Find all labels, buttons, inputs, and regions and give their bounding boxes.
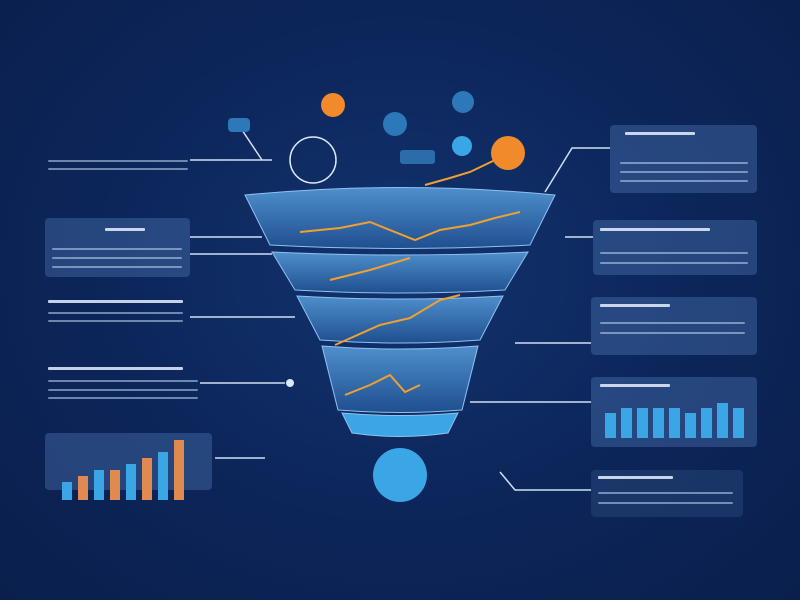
text-line — [48, 389, 198, 391]
icon-circles — [228, 91, 525, 502]
bar — [621, 408, 632, 438]
cyan-circle-icon — [452, 136, 472, 156]
bar — [62, 482, 72, 500]
bar — [669, 408, 680, 438]
text-line — [52, 266, 182, 268]
bar — [78, 476, 88, 500]
bar — [605, 413, 616, 438]
bar — [94, 470, 104, 500]
panel-heading — [105, 228, 145, 231]
text-line — [600, 332, 745, 334]
node-dot — [286, 379, 294, 387]
bar — [685, 413, 696, 438]
panel-heading — [600, 304, 670, 307]
bar — [717, 403, 728, 438]
funnel-layer-4 — [321, 345, 479, 413]
bar — [733, 408, 744, 438]
blue-circle-icon — [452, 91, 474, 113]
chart-icon — [400, 150, 435, 164]
blue-circle-icon — [383, 112, 407, 136]
text-line — [620, 162, 748, 164]
trend-line — [334, 294, 461, 346]
text-line — [48, 168, 188, 170]
panel-heading — [598, 476, 673, 479]
text-line — [52, 257, 182, 259]
text-line — [598, 502, 733, 504]
text-line — [598, 492, 733, 494]
funnel-layer-2 — [271, 251, 529, 294]
heading — [48, 300, 183, 303]
bar — [126, 464, 136, 500]
text-line — [48, 320, 183, 322]
orange-circle-icon — [321, 93, 345, 117]
text-line — [48, 312, 183, 314]
panel-heading — [600, 228, 710, 231]
text-line — [600, 322, 745, 324]
connector-lines — [190, 126, 610, 491]
panel-heading — [625, 132, 695, 135]
outline-circle-icon — [289, 136, 337, 184]
bar — [701, 408, 712, 438]
trend-line — [344, 373, 421, 396]
trend-line — [299, 211, 521, 242]
trend-line — [329, 257, 411, 281]
text-line — [52, 248, 182, 250]
bar — [110, 470, 120, 500]
text-line — [48, 397, 198, 399]
bottom-circle-icon — [373, 448, 427, 502]
text-line — [48, 380, 198, 382]
funnel — [244, 159, 556, 437]
bar-charts — [62, 403, 744, 500]
bar — [142, 458, 152, 500]
bar — [158, 452, 168, 500]
bar — [653, 408, 664, 438]
heading — [48, 367, 183, 370]
text-line — [48, 160, 188, 162]
funnel-layer-5 — [341, 412, 459, 437]
panel-heading — [600, 384, 670, 387]
trend-line — [424, 159, 496, 186]
text-line — [600, 252, 748, 254]
bar — [637, 408, 648, 438]
chart-icon — [228, 118, 250, 132]
text-line — [620, 171, 748, 173]
text-line — [600, 262, 748, 264]
orange-circle-icon — [491, 136, 525, 170]
funnel-layer-1 — [244, 187, 556, 249]
text-line — [620, 180, 748, 182]
bar — [174, 440, 184, 500]
